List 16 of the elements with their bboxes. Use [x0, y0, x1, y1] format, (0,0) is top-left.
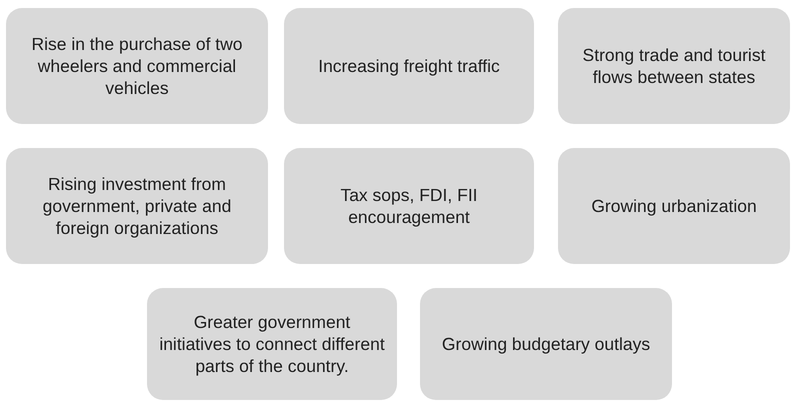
- rounded-box: [420, 288, 672, 400]
- rounded-box: [147, 288, 397, 400]
- box-text: Rise in the purchase of two wheelers and commercial vehicles: [30, 33, 244, 99]
- box-text: Greater government initiatives to connect different parts of the country.: [158, 311, 386, 377]
- box-text: Growing budgetary outlays: [442, 333, 650, 355]
- box-text: Increasing freight traffic: [318, 55, 500, 77]
- rounded-box: [284, 148, 534, 264]
- box-text: Strong trade and tourist flows between states: [582, 44, 766, 88]
- rounded-box: [558, 8, 790, 124]
- rounded-box: [6, 148, 268, 264]
- rounded-box: [6, 8, 268, 124]
- box-text: Growing urbanization: [591, 195, 757, 217]
- rounded-box: [558, 148, 790, 264]
- box-text: Rising investment from government, private and foreign organizations: [42, 173, 232, 239]
- rounded-box: [284, 8, 534, 124]
- box-text: Tax sops, FDI, FII encouragement: [339, 184, 479, 228]
